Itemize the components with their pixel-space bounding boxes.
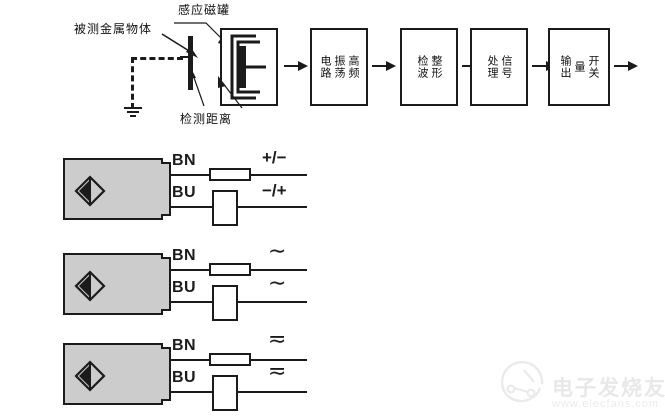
- terminal-label-bn: BN: [172, 152, 197, 169]
- arrow-up-left-icon: [218, 76, 243, 109]
- load-vertical: [212, 190, 238, 226]
- wiring-diagram-ac: BN ∼ BU ∼: [0, 241, 665, 325]
- oscillator-line-1: 高频: [347, 55, 360, 79]
- signal-line-1: 信号: [500, 55, 513, 79]
- flow-box-oscillator: 高频 振荡 电路: [310, 28, 368, 106]
- dashed-connection-horizontal: [131, 57, 183, 60]
- oscillator-line-2: 振荡: [333, 55, 346, 79]
- arrow-right-icon-2: [372, 61, 396, 71]
- label-target-object: 被测金属物体: [74, 22, 153, 36]
- proximity-sensor-icon: [74, 270, 106, 302]
- supply-label-bottom: ≂: [268, 359, 287, 384]
- resistor-horizontal: [209, 263, 251, 276]
- terminal-label-bn: BN: [172, 247, 197, 264]
- resistor-horizontal: [209, 168, 251, 181]
- metal-target-plate-icon: [188, 36, 193, 90]
- flow-box-signal-processing: 信号 处理: [470, 28, 528, 106]
- supply-label-top: ∼: [268, 239, 287, 264]
- wire-bu: [171, 206, 218, 208]
- wire-bn: [171, 174, 209, 176]
- wire-bu-right: [238, 391, 307, 393]
- sensor-nose: [161, 162, 171, 216]
- wire-bn-right: [251, 269, 307, 271]
- proximity-sensor-icon: [74, 360, 106, 392]
- terminal-label-bn: BN: [172, 337, 197, 354]
- wiring-diagram-dc: BN +/− BU −/+: [0, 148, 665, 230]
- resistor-horizontal: [209, 353, 251, 366]
- flow-box-switch-output-label: 开关量 输出: [558, 52, 600, 82]
- proximity-sensor-icon: [74, 175, 106, 207]
- sensor-nose: [161, 347, 171, 401]
- wire-bn: [171, 359, 209, 361]
- wire-bn-right: [251, 174, 307, 176]
- supply-label-top: ≂: [268, 327, 287, 352]
- wire-bu: [171, 391, 218, 393]
- load-vertical: [212, 285, 238, 321]
- wire-bu-right: [238, 206, 307, 208]
- supply-label-bottom: −/+: [262, 181, 287, 200]
- arrow-right-icon: [284, 61, 308, 71]
- supply-label-top: +/−: [262, 148, 287, 167]
- terminal-label-bu: BU: [172, 369, 197, 386]
- arrow-up-icon: [188, 66, 205, 107]
- flow-box-switch-output: 开关量 输出: [548, 28, 610, 106]
- wire-bn: [171, 269, 209, 271]
- switch-line-2: 输出: [559, 55, 572, 79]
- detector-line-1: 整形: [430, 55, 443, 79]
- flow-box-signal-processing-label: 信号 处理: [485, 52, 513, 82]
- oscillator-line-3: 电路: [319, 55, 332, 79]
- dashed-connection-vertical: [131, 57, 134, 109]
- target-plate-stem: [180, 56, 190, 58]
- load-vertical: [212, 375, 238, 411]
- label-detection-distance: 检测距离: [180, 112, 233, 126]
- arrow-right-icon-5: [614, 61, 638, 71]
- signal-line-2: 处理: [486, 55, 499, 79]
- flow-box-oscillator-label: 高频 振荡 电路: [318, 45, 360, 89]
- terminal-label-bu: BU: [172, 184, 197, 201]
- wiring-diagram-universal: BN ≂ BU ≂: [0, 329, 665, 419]
- sensor-nose: [161, 257, 171, 311]
- terminal-label-bu: BU: [172, 279, 197, 296]
- label-induction-field: 感应磁罐: [178, 3, 231, 17]
- detector-line-2: 检波: [416, 55, 429, 79]
- ground-symbol-icon: [124, 107, 142, 117]
- flow-box-detector: 整形 检波: [400, 28, 458, 106]
- switch-line-1: 开关量: [573, 55, 600, 79]
- wire-bn-right: [251, 359, 307, 361]
- wire-bu-right: [238, 301, 307, 303]
- wire-bu: [171, 301, 218, 303]
- induction-coil-icon: [220, 28, 278, 106]
- principle-diagram: 被测金属物体 感应磁罐: [0, 0, 665, 140]
- supply-label-bottom: ∼: [268, 271, 287, 296]
- flow-box-detector-label: 整形 检波: [415, 52, 443, 82]
